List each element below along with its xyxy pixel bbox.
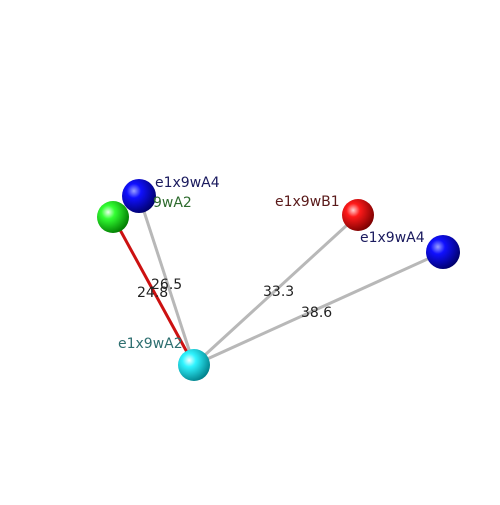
edge-label-cyan-blue-right: 38.6 [301,305,332,321]
edge-cyan-red [192,213,360,367]
edge-label-cyan-red: 33.3 [263,284,294,300]
node-label-green: 9wA2 [153,195,192,211]
nodes-layer [97,179,460,381]
edge-labels: 24.8 26.5 33.3 38.6 [137,277,332,321]
edge-cyan-blue-right [193,250,444,367]
node-blue-right[interactable] [426,235,460,269]
edge-cyan-green [111,216,196,366]
edge-label-cyan-green: 24.8 [137,285,168,301]
edges-layer [111,195,444,367]
node-blue-left[interactable] [122,179,156,213]
node-cyan[interactable] [178,349,210,381]
edge-label-cyan-blue-left: 26.5 [151,277,182,293]
node-label-blue-right: e1x9wA4 [360,230,425,246]
node-label-cyan: e1x9wA2 [118,336,183,352]
node-label-blue-left: e1x9wA4 [155,175,220,191]
edge-cyan-blue-left [137,195,196,366]
node-label-red: e1x9wB1 [275,194,340,210]
node-red[interactable] [342,199,374,231]
node-labels: 9wA2 e1x9wA4 e1x9wB1 e1x9wA4 e1x9wA2 [118,175,425,352]
node-green[interactable] [97,201,129,233]
